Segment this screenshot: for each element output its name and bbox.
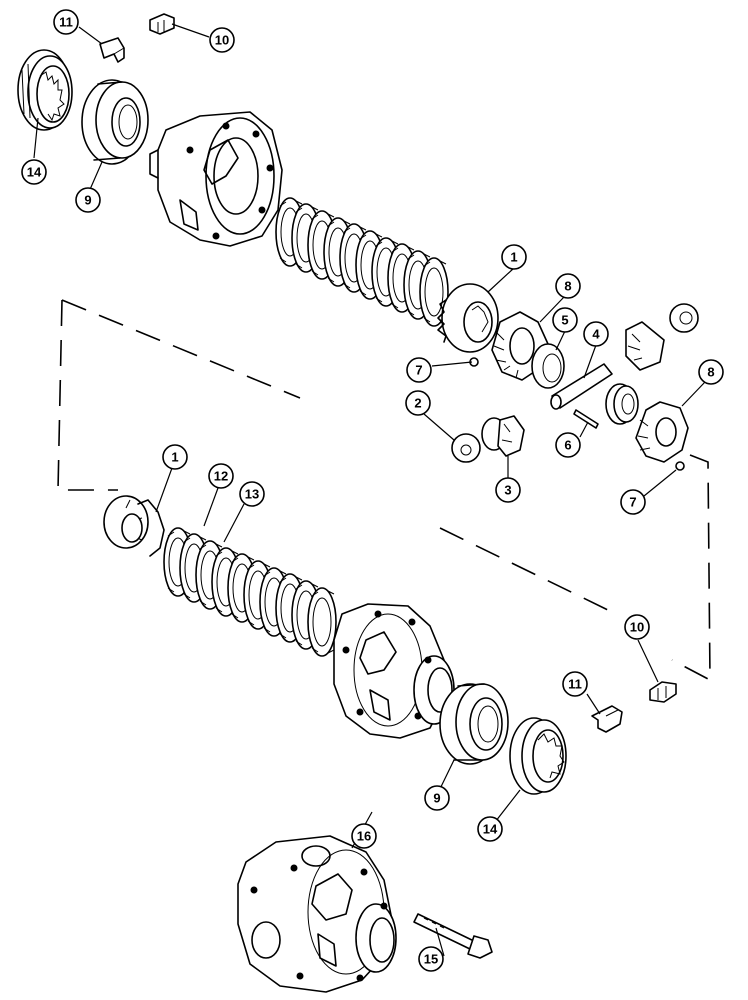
callout-label: 14 — [27, 165, 42, 180]
bolt-upper — [149, 13, 175, 35]
callout-c15: 15 — [418, 946, 444, 972]
callout-label: 11 — [568, 677, 582, 692]
callout-c14b: 14 — [477, 816, 503, 842]
callout-label: 8 — [707, 365, 714, 380]
lock-tab-upper — [99, 37, 125, 63]
callout-label: 11 — [59, 15, 73, 30]
callout-label: 14 — [483, 822, 498, 837]
callout-c16: 16 — [351, 823, 377, 849]
bevel-gear-right — [635, 401, 689, 463]
clutch-stack-lower — [163, 527, 337, 657]
callout-c10b: 10 — [624, 614, 650, 640]
callout-c3: 3 — [495, 477, 521, 503]
callout-label: 4 — [592, 327, 600, 342]
side-gear-lower — [103, 495, 165, 557]
lock-tab-lower — [591, 705, 623, 733]
callout-label: 10 — [630, 620, 644, 635]
callout-c7a: 7 — [406, 357, 432, 383]
callout-c12: 12 — [208, 463, 234, 489]
pinion-gear-3 — [481, 415, 525, 457]
clutch-stack-upper — [275, 197, 449, 327]
callout-label: 16 — [357, 829, 371, 844]
callout-c4: 4 — [583, 321, 609, 347]
side-gear-upper — [437, 283, 499, 353]
spacer-collar — [605, 383, 639, 425]
callout-label: 6 — [564, 438, 571, 453]
callout-c9b: 9 — [424, 785, 450, 811]
callout-label: 9 — [433, 791, 440, 806]
callout-c2: 2 — [405, 390, 431, 416]
callout-label: 9 — [84, 193, 91, 208]
bearing-lower — [439, 683, 509, 765]
diff-housing-16 — [237, 835, 397, 993]
diff-case-lower — [333, 603, 455, 739]
pinion-gear-upper — [625, 321, 665, 371]
thrust-washer-5 — [531, 343, 565, 389]
diff-case-upper — [149, 111, 283, 247]
callout-label: 2 — [414, 396, 421, 411]
callout-label: 15 — [424, 952, 438, 967]
callout-label: 10 — [215, 33, 229, 48]
leader-lines — [33, 23, 706, 957]
ball-right — [675, 461, 685, 471]
callout-c14a: 14 — [21, 159, 47, 185]
callout-c9a: 9 — [75, 187, 101, 213]
callout-c13: 13 — [239, 481, 265, 507]
callout-label: 1 — [171, 450, 178, 465]
callout-label: 1 — [510, 250, 517, 265]
callout-label: 12 — [214, 469, 228, 484]
callout-label: 7 — [629, 495, 636, 510]
ring-nut-lower — [509, 717, 567, 795]
callout-label: 13 — [245, 487, 259, 502]
callout-c11b: 11 — [562, 671, 588, 697]
ring-nut-upper — [17, 49, 73, 131]
thrust-washer-upper-right — [669, 303, 699, 333]
callout-c1a: 1 — [501, 244, 527, 270]
callout-label: 5 — [561, 313, 568, 328]
long-bolt-15 — [413, 913, 493, 959]
callout-c6: 6 — [555, 432, 581, 458]
dashed-assembly-outline — [57, 299, 711, 682]
callout-c8a: 8 — [555, 273, 581, 299]
callout-c1b: 1 — [162, 444, 188, 470]
callout-c8b: 8 — [698, 359, 724, 385]
bolt-lower — [649, 681, 677, 703]
callout-label: 7 — [415, 363, 422, 378]
callout-c5: 5 — [552, 307, 578, 333]
bearing-upper — [81, 79, 149, 165]
callout-c11a: 11 — [53, 9, 79, 35]
roll-pin — [573, 409, 599, 429]
cross-shaft — [550, 363, 613, 410]
callout-c7b: 7 — [620, 489, 646, 515]
thrust-washer-2 — [451, 433, 481, 463]
callout-c10a: 10 — [209, 27, 235, 53]
callout-label: 8 — [564, 279, 571, 294]
callout-label: 3 — [504, 483, 511, 498]
